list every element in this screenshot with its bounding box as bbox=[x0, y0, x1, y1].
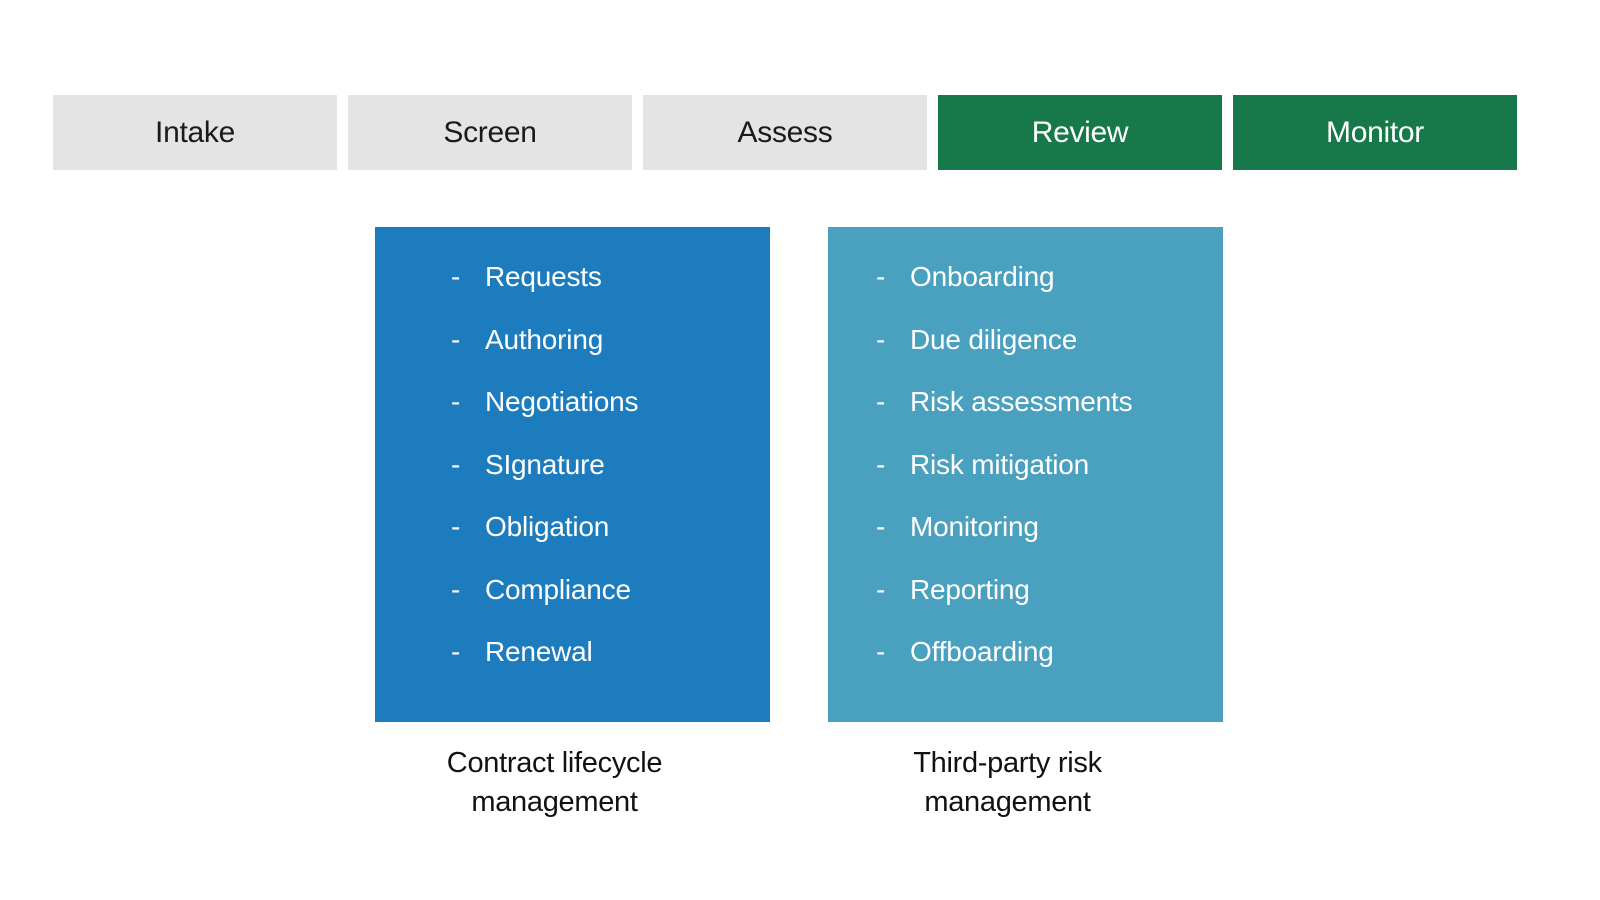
list-item-label: Authoring bbox=[485, 323, 604, 355]
dash-bullet: - bbox=[876, 386, 886, 418]
list-item: - Compliance bbox=[451, 559, 770, 622]
list-item-label: Due diligence bbox=[910, 323, 1078, 355]
stage-review: Review bbox=[938, 95, 1222, 170]
list-item-label: Requests bbox=[485, 261, 602, 293]
dash-bullet: - bbox=[451, 448, 461, 480]
list-item-label: Reporting bbox=[910, 573, 1030, 605]
third-party-risk-list: - Onboarding - Due diligence - Risk asse… bbox=[828, 227, 1223, 684]
dash-bullet: - bbox=[876, 573, 886, 605]
third-party-risk-panel: - Onboarding - Due diligence - Risk asse… bbox=[828, 227, 1223, 722]
stage-intake: Intake bbox=[53, 95, 337, 170]
dash-bullet: - bbox=[876, 448, 886, 480]
third-party-risk-caption: Third-party risk management bbox=[810, 744, 1205, 822]
stage-label: Assess bbox=[737, 115, 833, 149]
dash-bullet: - bbox=[451, 323, 461, 355]
list-item: - Due diligence bbox=[876, 309, 1223, 372]
stage-label: Review bbox=[1031, 115, 1129, 149]
stage-label: Monitor bbox=[1326, 115, 1424, 149]
list-item-label: Offboarding bbox=[910, 636, 1054, 668]
dash-bullet: - bbox=[451, 636, 461, 668]
dash-bullet: - bbox=[451, 386, 461, 418]
list-item: - Requests bbox=[451, 246, 770, 309]
contract-lifecycle-caption: Contract lifecycle management bbox=[357, 744, 752, 822]
list-item: - Renewal bbox=[451, 621, 770, 684]
caption-line: management bbox=[924, 786, 1091, 818]
stage-screen: Screen bbox=[348, 95, 632, 170]
list-item-label: Negotiations bbox=[485, 386, 639, 418]
dash-bullet: - bbox=[451, 511, 461, 543]
caption-line: Contract lifecycle bbox=[446, 747, 663, 779]
dash-bullet: - bbox=[876, 323, 886, 355]
stage-label: Intake bbox=[155, 115, 235, 149]
list-item-label: Onboarding bbox=[910, 261, 1055, 293]
list-item-label: Obligation bbox=[485, 511, 610, 543]
list-item-label: Compliance bbox=[485, 573, 631, 605]
list-item-label: Risk assessments bbox=[910, 386, 1133, 418]
stage-label: Screen bbox=[443, 115, 537, 149]
list-item-label: Renewal bbox=[485, 636, 593, 668]
list-item: - Reporting bbox=[876, 559, 1223, 622]
list-item: - Risk assessments bbox=[876, 371, 1223, 434]
list-item-label: Monitoring bbox=[910, 511, 1039, 543]
list-item-label: Risk mitigation bbox=[910, 448, 1090, 480]
list-item: - Onboarding bbox=[876, 246, 1223, 309]
stage-monitor: Monitor bbox=[1233, 95, 1517, 170]
list-item: - Risk mitigation bbox=[876, 434, 1223, 497]
list-item: - Offboarding bbox=[876, 621, 1223, 684]
list-item: - SIgnature bbox=[451, 434, 770, 497]
contract-lifecycle-list: - Requests - Authoring - Negotiations - … bbox=[375, 227, 770, 684]
list-item: - Negotiations bbox=[451, 371, 770, 434]
contract-lifecycle-panel: - Requests - Authoring - Negotiations - … bbox=[375, 227, 770, 722]
dash-bullet: - bbox=[451, 261, 461, 293]
list-item: - Authoring bbox=[451, 309, 770, 372]
caption-line: Third-party risk bbox=[913, 747, 1102, 779]
dash-bullet: - bbox=[876, 636, 886, 668]
dash-bullet: - bbox=[876, 511, 886, 543]
list-item: - Monitoring bbox=[876, 496, 1223, 559]
dash-bullet: - bbox=[451, 573, 461, 605]
dash-bullet: - bbox=[876, 261, 886, 293]
caption-line: management bbox=[471, 786, 638, 818]
stage-bar: Intake Screen Assess Review Monitor bbox=[53, 95, 1517, 170]
list-item-label: SIgnature bbox=[485, 448, 605, 480]
stage-assess: Assess bbox=[643, 95, 927, 170]
list-item: - Obligation bbox=[451, 496, 770, 559]
